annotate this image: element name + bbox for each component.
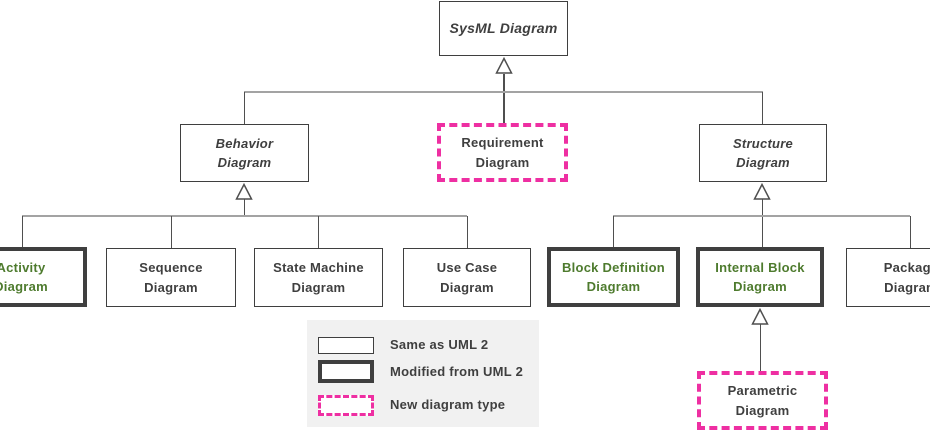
node-state-machine-diagram: State Machine Diagram (254, 248, 383, 307)
node-package-diagram: Package Diagram (846, 248, 930, 307)
node-activity-diagram: Activity Diagram (0, 247, 87, 307)
connector-bus-structure-children (613, 215, 910, 217)
connector-drop-activity (21, 216, 23, 247)
connector-sysml-requirement (503, 74, 505, 123)
legend-swatch-same-as-uml2 (318, 337, 374, 354)
node-behavior-diagram: Behavior Diagram (180, 124, 309, 182)
legend-label-same-as-uml2: Same as UML 2 (390, 337, 489, 352)
node-block-definition-diagram: Block Definition Diagram (547, 247, 680, 307)
node-use-case-diagram: Use Case Diagram (403, 248, 531, 307)
connector-drop-use-case (466, 216, 468, 248)
connector-drop-behavior (243, 92, 245, 124)
connector-bus-behavior-children (22, 215, 467, 217)
legend-swatch-new-diagram-type (318, 395, 374, 416)
connector-drop-state-machine (317, 216, 319, 248)
connector-drop-sequence (170, 216, 172, 248)
connector-behavior-stem (243, 199, 245, 216)
node-structure-diagram: Structure Diagram (699, 124, 827, 182)
node-internal-block-diagram: Internal Block Diagram (696, 247, 824, 307)
connector-bus-level2 (244, 91, 763, 93)
legend-swatch-modified-from-uml2 (318, 360, 374, 383)
generalization-arrow-sysml (495, 57, 513, 74)
node-requirement-diagram: Requirement Diagram (437, 123, 568, 182)
connector-internal-block-parametric (759, 324, 761, 371)
node-parametric-diagram: Parametric Diagram (697, 371, 828, 430)
connector-drop-package (909, 216, 911, 248)
connector-drop-block-definition (612, 216, 614, 247)
legend-label-new-diagram-type: New diagram type (390, 397, 506, 412)
node-sysml-diagram: SysML Diagram (439, 1, 568, 56)
legend-panel: Same as UML 2 Modified from UML 2 New di… (307, 320, 539, 427)
connector-drop-structure (761, 92, 763, 124)
connector-structure-internal-block (761, 199, 763, 247)
node-sequence-diagram: Sequence Diagram (106, 248, 236, 307)
legend-label-modified-from-uml2: Modified from UML 2 (390, 364, 524, 379)
